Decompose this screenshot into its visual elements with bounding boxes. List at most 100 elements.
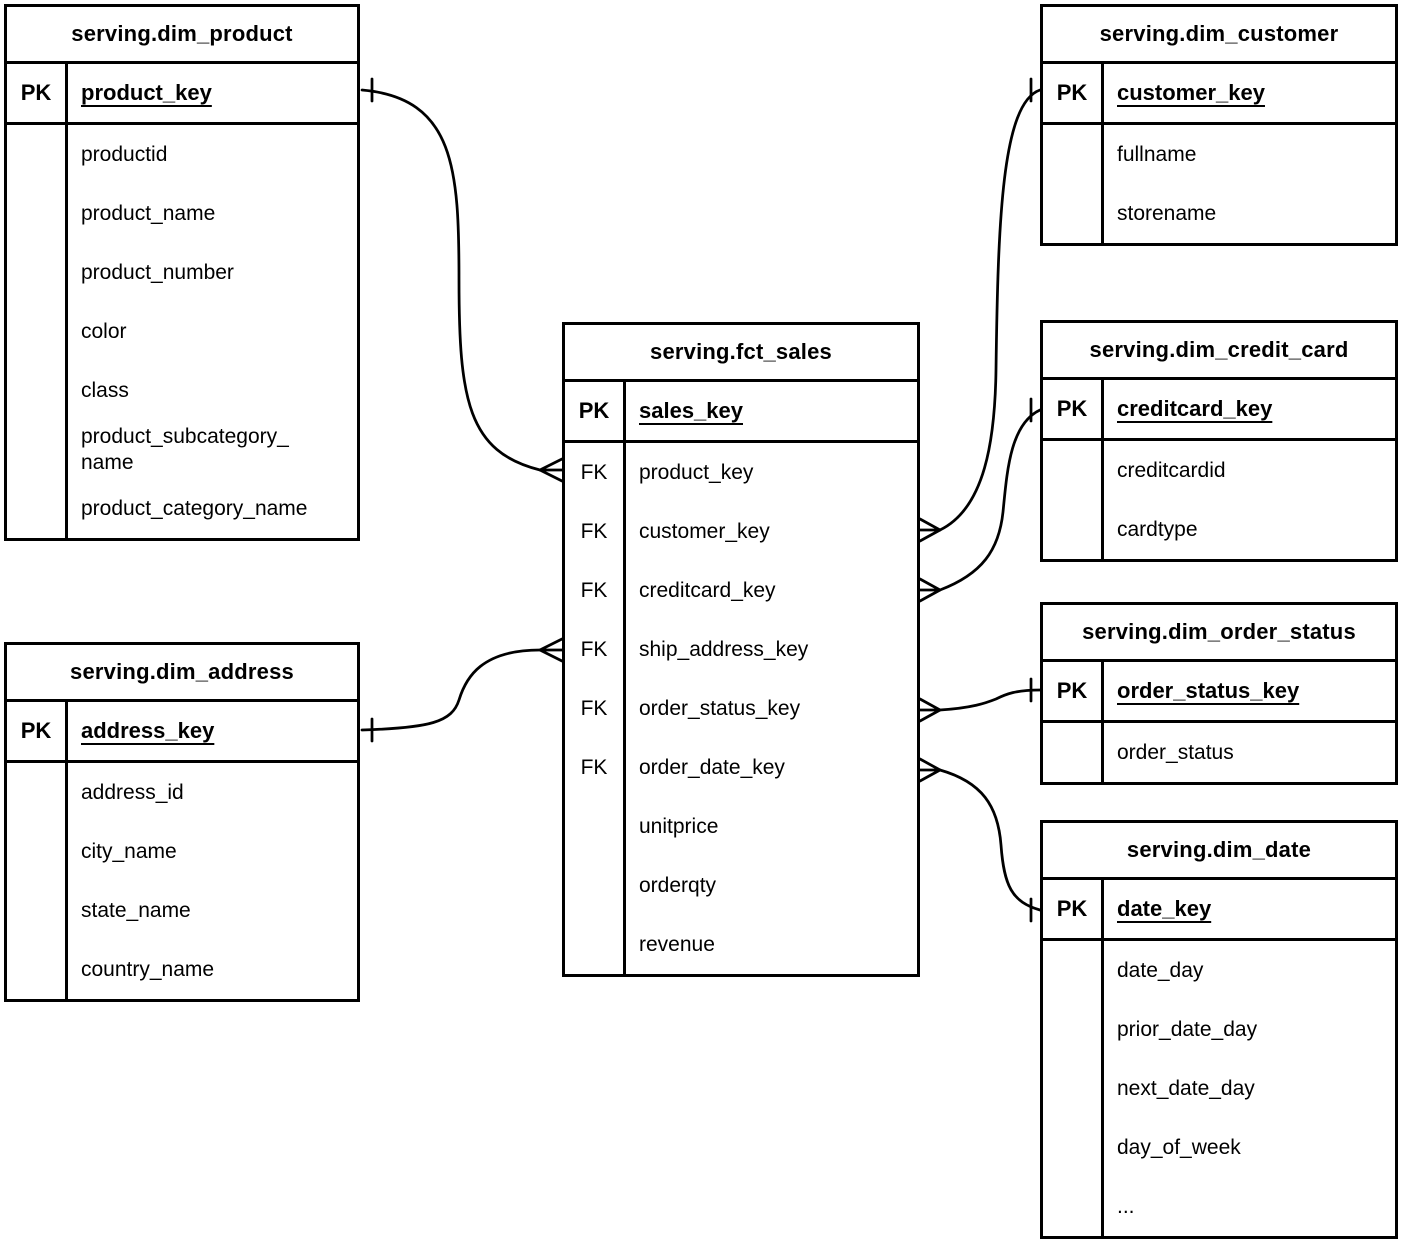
pk-row: PK product_key xyxy=(7,64,357,125)
table-dim-date: serving.dim_date PK date_key date_day pr… xyxy=(1040,820,1398,1239)
field-name: customer_key xyxy=(639,519,770,543)
field-name: color xyxy=(81,319,127,343)
field-name: city_name xyxy=(81,839,177,863)
field-name: country_name xyxy=(81,957,215,981)
field-row: ... xyxy=(1043,1177,1395,1236)
field-name: day_of_week xyxy=(1117,1135,1241,1159)
rel-fct-sales-credit-card xyxy=(918,397,1042,603)
field-row: product_number xyxy=(7,243,357,302)
pk-field: address_key xyxy=(81,718,215,743)
table-dim-customer: serving.dim_customer PK customer_key ful… xyxy=(1040,4,1398,246)
field-tag xyxy=(1043,723,1104,782)
field-name: product_number xyxy=(81,260,234,284)
field-row: fullname xyxy=(1043,125,1395,184)
field-tag xyxy=(7,420,68,479)
field-tag xyxy=(7,763,68,822)
field-name: unitprice xyxy=(639,814,719,838)
field-name: class xyxy=(81,378,129,402)
fk-tag: FK xyxy=(565,443,626,502)
field-tag xyxy=(1043,125,1104,184)
table-title: serving.dim_address xyxy=(7,645,357,702)
crow-foot-icon xyxy=(538,637,564,663)
field-name: ship_address_key xyxy=(639,637,809,661)
rel-fct-sales-order-status xyxy=(918,677,1042,723)
field-row: creditcardid xyxy=(1043,441,1395,500)
field-row: FK creditcard_key xyxy=(565,561,917,620)
field-name: date_day xyxy=(1117,958,1204,982)
pk-row: PK order_status_key xyxy=(1043,662,1395,723)
table-title: serving.dim_order_status xyxy=(1043,605,1395,662)
field-row: state_name xyxy=(7,881,357,940)
field-name: order_status xyxy=(1117,740,1234,764)
pk-field: product_key xyxy=(81,80,212,105)
table-title: serving.fct_sales xyxy=(565,325,917,382)
field-tag xyxy=(1043,184,1104,243)
field-tag xyxy=(1043,500,1104,559)
field-name: creditcardid xyxy=(1117,458,1226,482)
field-row: FK product_key xyxy=(565,443,917,502)
field-row: address_id xyxy=(7,763,357,822)
pk-tag: PK xyxy=(1043,662,1104,720)
pk-field: sales_key xyxy=(639,398,743,423)
field-row: FK order_status_key xyxy=(565,679,917,738)
field-name: creditcard_key xyxy=(639,578,776,602)
field-name: product_subcategory_ name xyxy=(81,424,289,474)
field-row: class xyxy=(7,361,357,420)
field-row: day_of_week xyxy=(1043,1118,1395,1177)
field-row: city_name xyxy=(7,822,357,881)
field-name: order_status_key xyxy=(639,696,801,720)
field-name: productid xyxy=(81,142,168,166)
fk-tag: FK xyxy=(565,561,626,620)
relationship-line xyxy=(360,88,542,472)
field-row: unitprice xyxy=(565,797,917,856)
field-row: date_day xyxy=(1043,941,1395,1000)
field-name: orderqty xyxy=(639,873,717,897)
field-tag xyxy=(7,479,68,538)
field-tag xyxy=(565,915,626,974)
field-tag xyxy=(565,797,626,856)
field-row: FK ship_address_key xyxy=(565,620,917,679)
fk-tag: FK xyxy=(565,620,626,679)
rel-fct-sales-product xyxy=(360,77,564,483)
field-tag xyxy=(7,361,68,420)
field-row: order_status xyxy=(1043,723,1395,782)
field-tag xyxy=(7,940,68,999)
fk-tag: FK xyxy=(565,502,626,561)
field-tag xyxy=(1043,941,1104,1000)
rel-fct-sales-address xyxy=(360,637,564,743)
relationship-line xyxy=(938,768,1042,912)
field-tag xyxy=(1043,1177,1104,1236)
field-row: FK order_date_key xyxy=(565,738,917,797)
table-dim-product: serving.dim_product PK product_key produ… xyxy=(4,4,360,541)
pk-field: date_key xyxy=(1117,896,1212,921)
field-tag xyxy=(1043,441,1104,500)
pk-field: customer_key xyxy=(1117,80,1265,105)
field-name: ... xyxy=(1117,1194,1135,1218)
field-row: revenue xyxy=(565,915,917,974)
pk-tag: PK xyxy=(1043,380,1104,438)
field-row: prior_date_day xyxy=(1043,1000,1395,1059)
relationship-line xyxy=(938,88,1042,532)
field-row: FK customer_key xyxy=(565,502,917,561)
crow-foot-icon xyxy=(918,577,942,603)
field-row: cardtype xyxy=(1043,500,1395,559)
field-name: state_name xyxy=(81,898,191,922)
rel-fct-sales-customer xyxy=(918,77,1042,543)
table-title: serving.dim_credit_card xyxy=(1043,323,1395,380)
relationship-line xyxy=(938,408,1042,592)
field-name: storename xyxy=(1117,201,1217,225)
pk-tag: PK xyxy=(7,702,68,760)
relationship-line xyxy=(938,688,1042,712)
field-name: product_category_name xyxy=(81,496,308,520)
field-row: product_subcategory_ name xyxy=(7,420,357,479)
field-tag xyxy=(1043,1000,1104,1059)
pk-row: PK sales_key xyxy=(565,382,917,443)
field-name: address_id xyxy=(81,780,184,804)
field-name: order_date_key xyxy=(639,755,785,779)
pk-field: order_status_key xyxy=(1117,678,1300,703)
field-row: orderqty xyxy=(565,856,917,915)
pk-tag: PK xyxy=(1043,880,1104,938)
table-fct-sales: serving.fct_sales PK sales_key FK produc… xyxy=(562,322,920,977)
field-name: product_name xyxy=(81,201,216,225)
